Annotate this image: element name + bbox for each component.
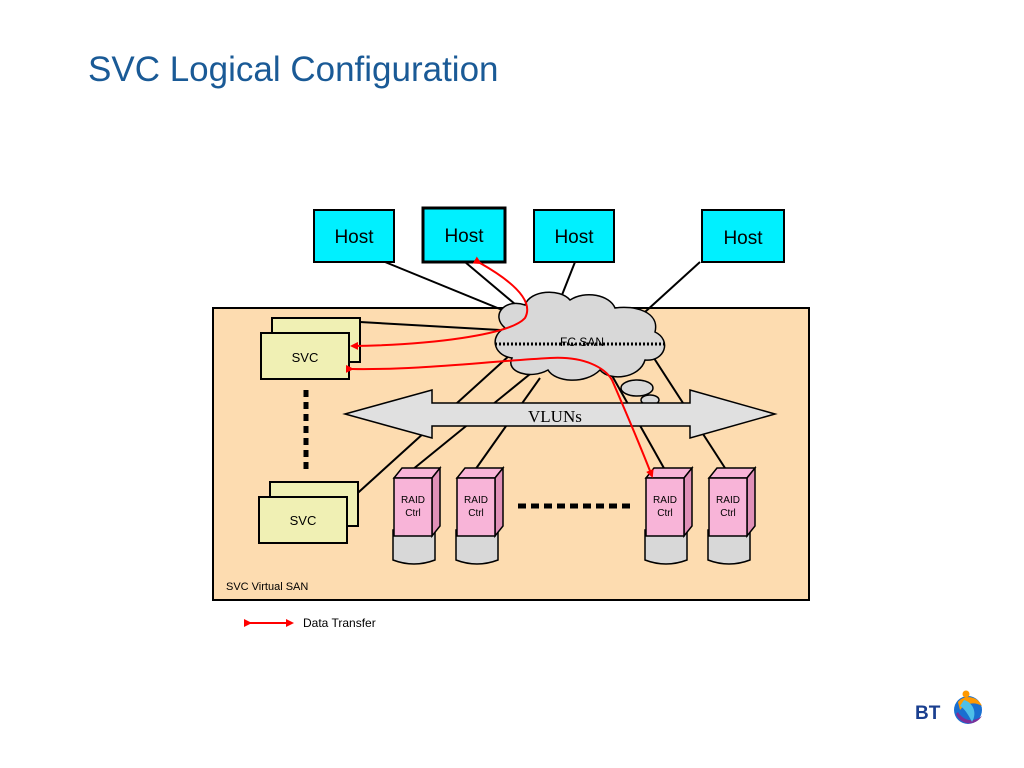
bt-logo-text: BT [915,703,941,724]
raid-label-line1: RAID [716,495,740,506]
raid-label-line2: Ctrl [468,508,484,519]
virtual-san-label: SVC Virtual SAN [226,581,308,593]
host-label: Host [723,228,763,249]
raid-label-line1: RAID [401,495,425,506]
raid-label-line2: Ctrl [720,508,736,519]
host-box[interactable]: Host [313,209,395,263]
host-box[interactable]: Host [701,209,785,263]
raid-controller[interactable]: RAID Ctrl [707,465,757,565]
fc-san-label: FC SAN [560,335,604,349]
legend-data-transfer-label: Data Transfer [303,616,376,630]
svc-label: SVC [290,513,317,528]
raid-controller[interactable]: RAID Ctrl [392,465,442,565]
raid-label-line1: RAID [464,495,488,506]
host-box[interactable]: Host [421,206,507,264]
svc-label: SVC [292,350,319,365]
data-transfer-path-svc-raid [345,356,654,478]
raid-label-line2: Ctrl [405,508,421,519]
svc-node[interactable]: SVC [258,481,359,544]
host-label: Host [334,227,374,248]
raid-label-line1: RAID [653,495,677,506]
raid-controller[interactable]: RAID Ctrl [455,465,505,565]
slide-title: SVC Logical Configuration [88,50,499,89]
host-label: Host [554,227,594,248]
vluns-label: VLUNs [528,407,582,426]
raid-label-line2: Ctrl [657,508,673,519]
bt-logo: BT [915,690,982,724]
host-box[interactable]: Host [533,209,615,263]
raid-controller[interactable]: RAID Ctrl [644,465,694,565]
bt-piper-icon [954,690,982,724]
legend-data-transfer: Data Transfer [244,616,376,630]
host-label: Host [444,226,484,247]
data-transfer-paths [345,256,654,478]
svc-node[interactable]: SVC [260,317,361,380]
data-transfer-path-host-svc [350,256,529,350]
